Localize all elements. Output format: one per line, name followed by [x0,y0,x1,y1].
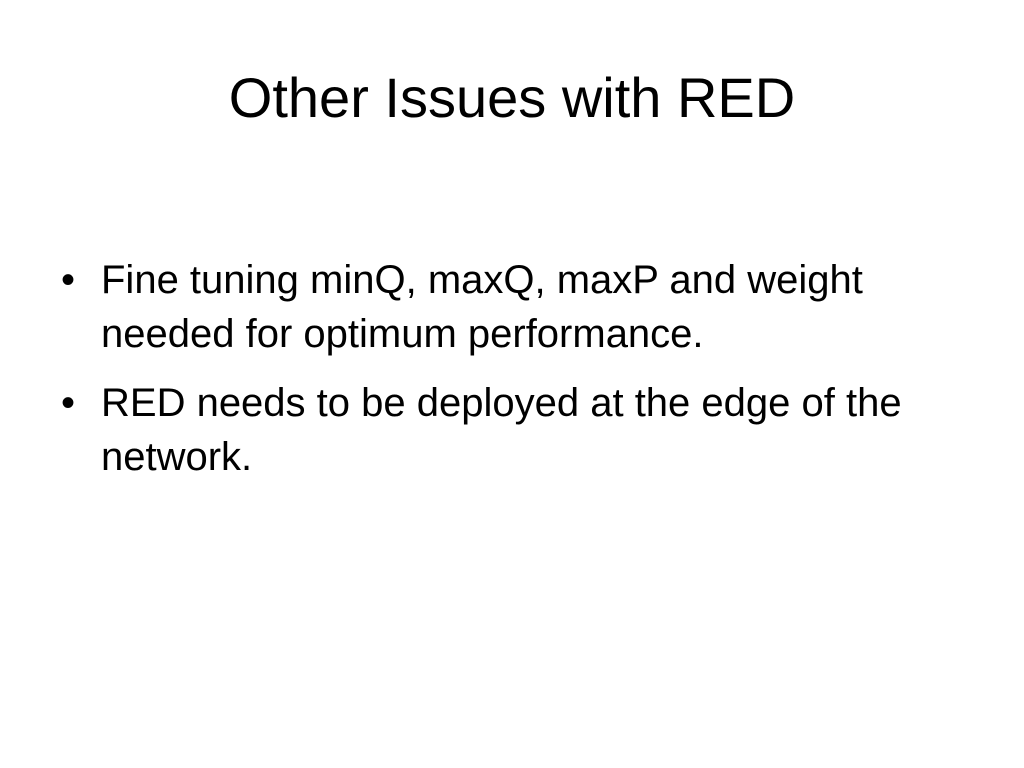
bullet-item: • Fine tuning minQ, maxQ, maxP and weigh… [58,253,958,361]
bullet-item: • RED needs to be deployed at the edge o… [58,376,958,484]
bullet-marker: • [60,381,75,425]
slide-title: Other Issues with RED [228,66,796,129]
bullet-text: RED needs to be deployed at the edge of … [101,381,902,479]
bullet-text: Fine tuning minQ, maxQ, maxP and weight … [101,258,863,356]
bullet-list: • Fine tuning minQ, maxQ, maxP and weigh… [58,253,958,499]
bullet-marker: • [60,258,75,302]
